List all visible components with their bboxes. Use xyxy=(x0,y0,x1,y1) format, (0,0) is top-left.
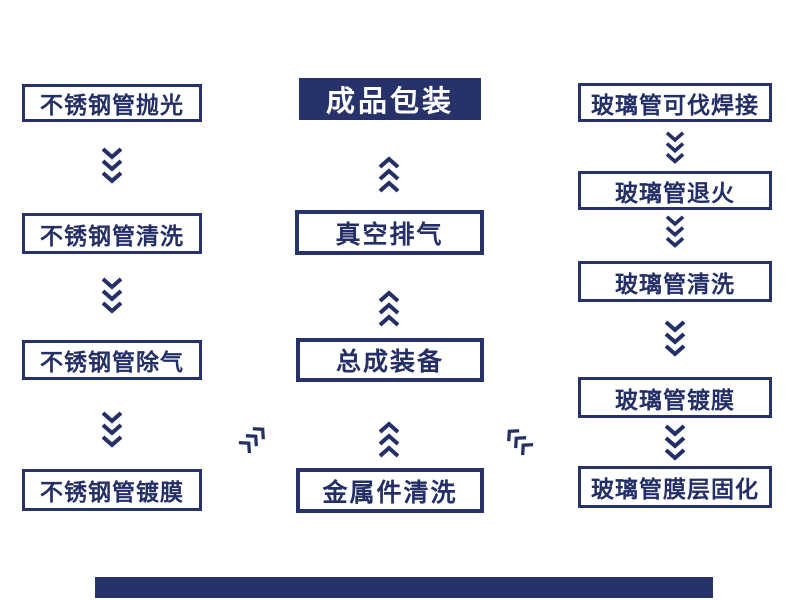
chevron-up-arrow xyxy=(378,290,400,327)
step-box-glass-tube-cleaning: 玻璃管清洗 xyxy=(578,261,772,302)
step-box-metal-parts-cleaning: 金属件清洗 xyxy=(296,468,484,513)
chevron-down-arrow xyxy=(665,215,685,248)
chevron-up-arrow xyxy=(378,156,400,193)
step-box-steel-pipe-degassing: 不锈钢管除气 xyxy=(22,340,202,380)
chevron-down-arrow xyxy=(101,411,123,448)
chevron-up-arrow xyxy=(378,421,400,458)
step-box-glass-tube-kovar-welding: 玻璃管可伐焊接 xyxy=(578,83,772,122)
chevron-down-arrow xyxy=(101,277,123,314)
step-box-vacuum-exhaust: 真空排气 xyxy=(295,210,484,255)
chevron-down-arrow xyxy=(664,424,686,461)
chevron-down-arrow xyxy=(664,320,686,357)
step-box-glass-tube-annealing: 玻璃管退火 xyxy=(578,171,772,210)
step-box-glass-tube-coating: 玻璃管镀膜 xyxy=(578,377,772,418)
step-box-assembly: 总成装备 xyxy=(296,338,484,382)
step-box-steel-pipe-coating: 不锈钢管镀膜 xyxy=(22,469,202,511)
chevron-down-arrow xyxy=(101,147,123,184)
chevron-up-left-arrow xyxy=(507,429,534,456)
step-box-glass-tube-film-curing: 玻璃管膜层固化 xyxy=(578,466,772,508)
step-box-finished-product-packaging: 成品包装 xyxy=(299,78,481,120)
chevron-up-right-arrow xyxy=(238,427,265,454)
step-box-steel-pipe-cleaning: 不锈钢管清洗 xyxy=(22,213,202,254)
chevron-down-arrow xyxy=(665,131,685,164)
footer-bar xyxy=(95,577,713,598)
step-box-steel-pipe-polishing: 不锈钢管抛光 xyxy=(22,84,202,122)
